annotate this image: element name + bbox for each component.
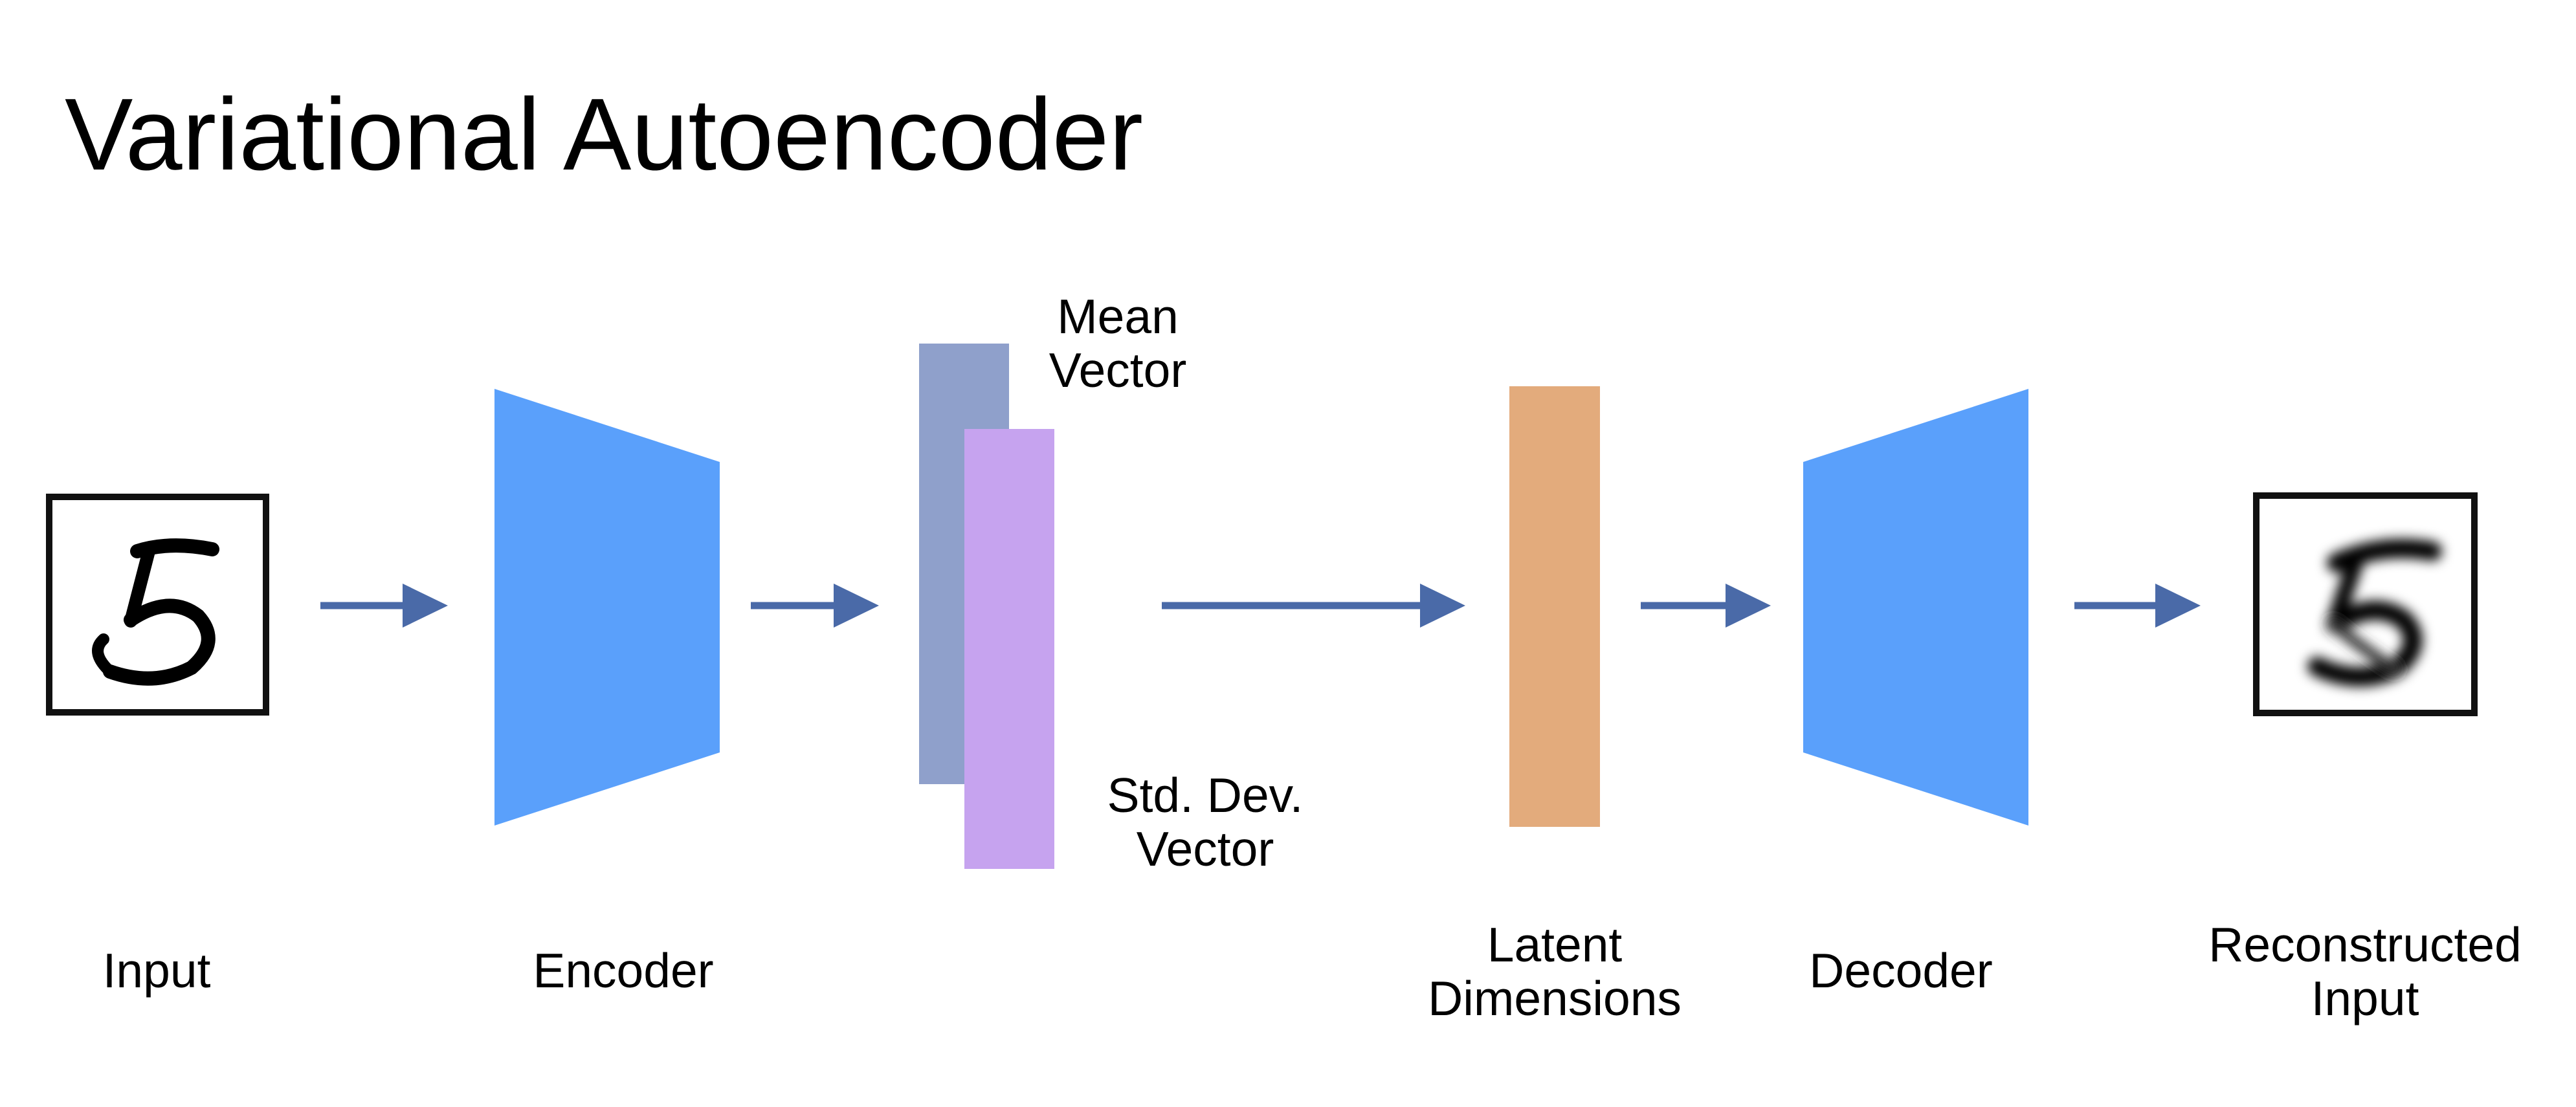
arrow-encoder-to-vectors (751, 584, 879, 628)
arrow-head (2155, 584, 2201, 628)
label-input: Input (103, 943, 211, 998)
arrow-head (403, 584, 448, 628)
label-mean-vector-line2: Vector (1049, 343, 1187, 397)
label-latent-line2: Dimensions (1428, 971, 1682, 1025)
encoder-block (494, 389, 720, 826)
arrow-head (1726, 584, 1771, 628)
digit-5-icon (92, 538, 219, 686)
input-image (46, 494, 269, 716)
label-decoder: Decoder (1809, 943, 1992, 998)
label-encoder: Encoder (533, 943, 713, 998)
label-std-dev-line2: Vector (1137, 822, 1274, 876)
decoder-block (1803, 389, 2028, 826)
label-latent-line1: Latent (1487, 917, 1623, 972)
blurry-digit-5-icon (2307, 538, 2442, 686)
std-dev-vector-bar (964, 429, 1054, 869)
arrow-decoder-to-output (2074, 584, 2201, 628)
arrow-vectors-to-latent (1162, 584, 1465, 628)
label-reconstructed-line1: Reconstructed (2208, 917, 2522, 972)
label-reconstructed-line2: Input (2311, 971, 2419, 1025)
diagram-title: Variational Autoencoder (65, 78, 1143, 192)
arrow-input-to-encoder (320, 584, 448, 628)
arrow-head (1420, 584, 1465, 628)
label-std-dev-line1: Std. Dev. (1107, 768, 1304, 822)
latent-dimensions-bar (1509, 386, 1600, 827)
arrow-latent-to-decoder (1641, 584, 1771, 628)
arrow-head (834, 584, 879, 628)
label-mean-vector-line1: Mean (1057, 289, 1179, 344)
reconstructed-image (2253, 492, 2478, 716)
